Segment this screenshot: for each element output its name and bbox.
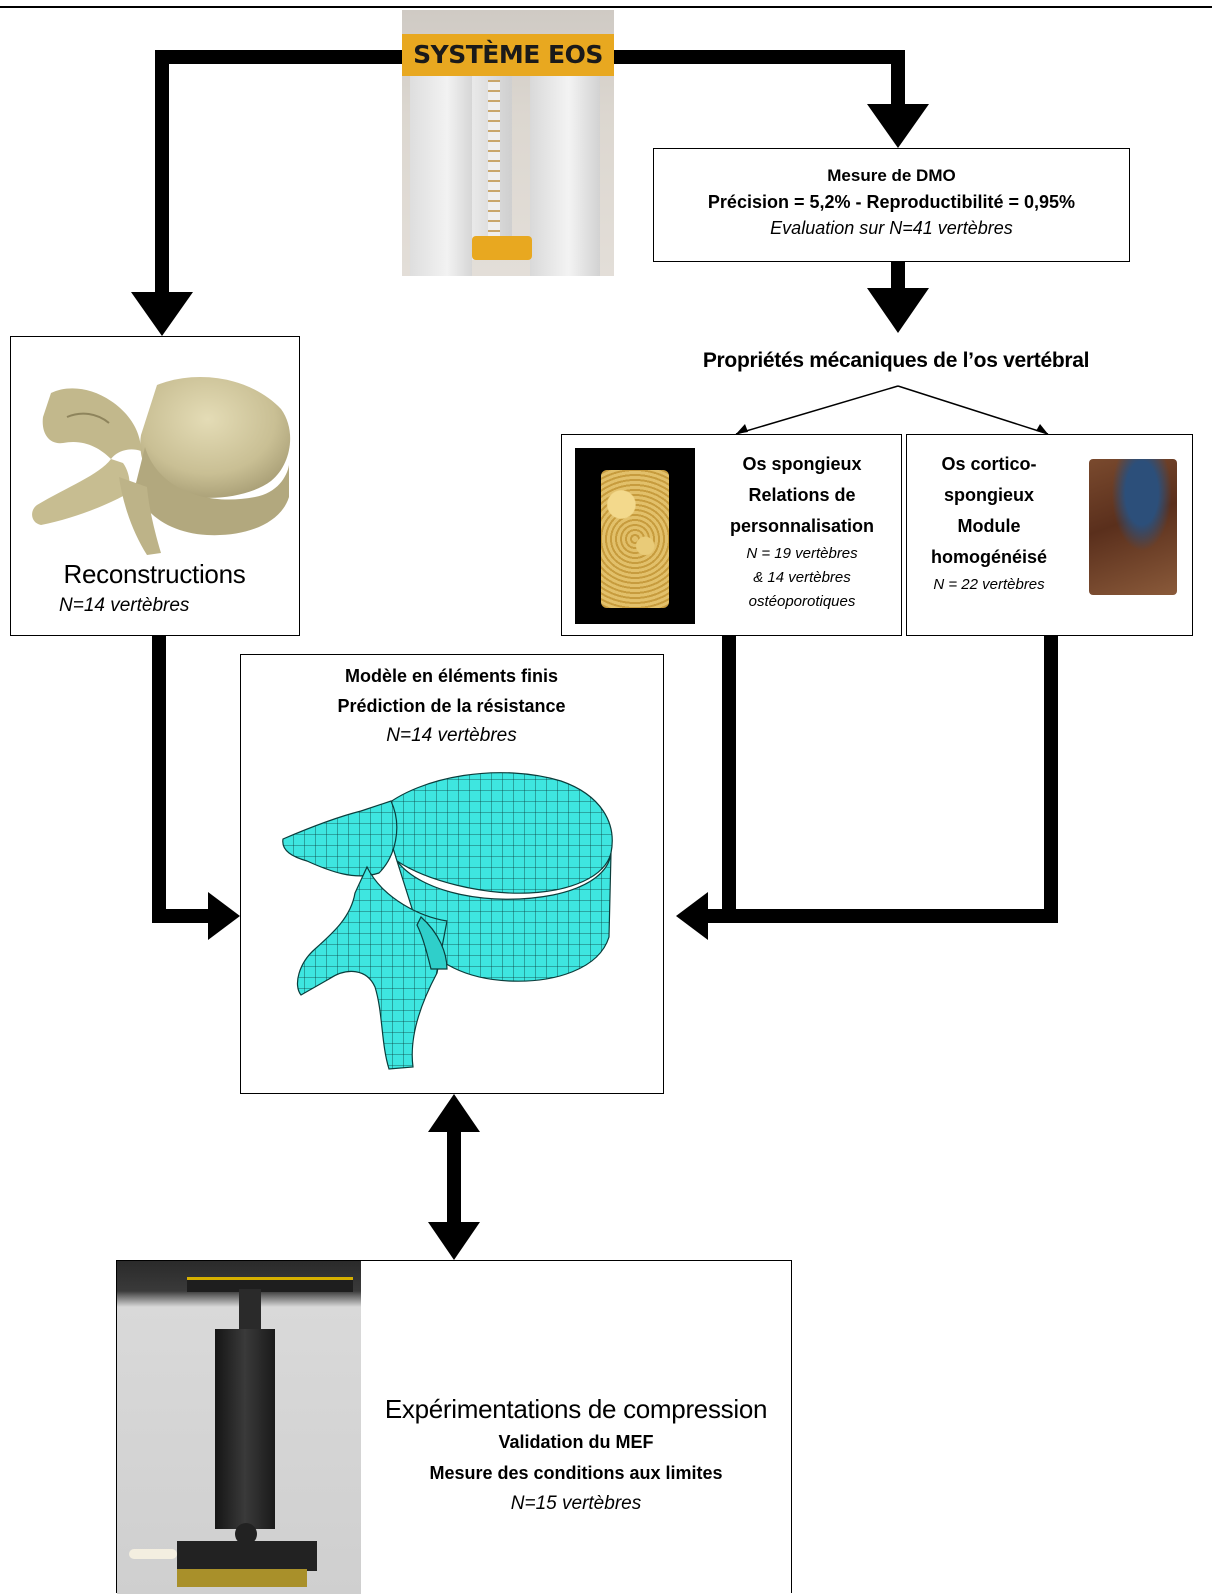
- fem-n: N=14 vertèbres: [386, 725, 517, 746]
- cortico-bone-image: [1089, 459, 1177, 595]
- spongy-n3: ostéoporotiques: [748, 593, 856, 610]
- connector-material-h: [705, 909, 1058, 923]
- reconstructions-box: Reconstructions N=14 vertèbres: [10, 336, 300, 636]
- spongy-line2: Relations de: [748, 485, 856, 505]
- eos-system-image: SYSTÈME EOS: [402, 10, 614, 276]
- vertebra-3d-image: [32, 377, 291, 555]
- connector-eos-right-v: [891, 50, 905, 108]
- cortico-n: N = 22 vertèbres: [933, 576, 1045, 593]
- connector-spongy-v: [722, 636, 736, 923]
- top-rule: [0, 6, 1212, 8]
- fem-subtitle: Prédiction de la résistance: [337, 696, 566, 716]
- spongy-n2: & 14 vertèbres: [753, 569, 851, 586]
- split-arrowhead-cortico: [1036, 424, 1048, 434]
- dmo-title: Mesure de DMO: [827, 166, 956, 185]
- compression-photo: [117, 1261, 361, 1594]
- press-lower-plate: [177, 1541, 317, 1571]
- cortico-text: Os cortico- spongieux Module homogénéisé…: [909, 449, 1069, 597]
- arrowhead-reconstructions: [131, 292, 193, 336]
- fem-text: Modèle en éléments finis Prédiction de l…: [241, 661, 662, 751]
- split-line-cortico: [897, 385, 1049, 435]
- connector-fem-compression: [447, 1125, 461, 1231]
- spongy-text: Os spongieux Relations de personnalisati…: [702, 449, 902, 614]
- arrowhead-up-fem: [428, 1094, 480, 1132]
- connector-eos-left-v: [155, 50, 169, 295]
- spongy-line1: Os spongieux: [742, 454, 862, 474]
- eos-gauge: [488, 80, 500, 250]
- connector-dmo-props: [891, 262, 905, 292]
- compression-line2: Mesure des conditions aux limites: [429, 1463, 723, 1483]
- spongy-bone-image: [575, 448, 695, 624]
- connector-eos-left-h: [155, 50, 405, 64]
- split-arrowhead-spongy: [736, 424, 748, 434]
- reconstructions-title: Reconstructions: [63, 559, 246, 589]
- fem-mesh-image: [282, 772, 613, 1070]
- fem-box: Modèle en éléments finis Prédiction de l…: [240, 654, 664, 1094]
- spongy-line3: personnalisation: [729, 516, 875, 536]
- split-line-spongy: [735, 385, 899, 435]
- cortico-line2: spongieux: [943, 485, 1034, 505]
- eos-banner: [402, 34, 614, 76]
- press-rod: [239, 1289, 261, 1331]
- spongy-bone-sample: [601, 470, 669, 608]
- press-ball: [235, 1523, 257, 1545]
- compression-n: N=15 vertèbres: [510, 1493, 642, 1514]
- connector-recon-v: [152, 636, 166, 923]
- cortico-line1: Os cortico-: [941, 454, 1037, 474]
- compression-box: Expérimentations de compression Validati…: [116, 1260, 792, 1594]
- arrowhead-properties: [867, 288, 929, 333]
- compression-line1: Validation du MEF: [498, 1432, 654, 1452]
- dmo-evaluation: Evaluation sur N=41 vertèbres: [770, 218, 1013, 238]
- cortico-line3: Module: [957, 516, 1021, 536]
- arrowhead-dmo: [867, 104, 929, 148]
- spongy-bone-box: Os spongieux Relations de personnalisati…: [561, 434, 902, 636]
- compression-text: Expérimentations de compression Validati…: [361, 1391, 791, 1519]
- cortico-line4: homogénéisé: [930, 547, 1048, 567]
- sensor-probe: [129, 1549, 177, 1559]
- connector-eos-right-h: [613, 50, 905, 64]
- arrowhead-fem-right: [676, 892, 708, 940]
- fem-title: Modèle en éléments finis: [344, 666, 559, 686]
- vertebra-sample: [177, 1569, 307, 1587]
- properties-heading: Propriétés mécaniques de l’os vertébral: [702, 349, 1090, 372]
- reconstructions-n: N=14 vertèbres: [59, 595, 190, 616]
- arrowhead-down-compression: [428, 1222, 480, 1260]
- press-platen-top: [187, 1277, 353, 1292]
- compression-title: Expérimentations de compression: [384, 1394, 768, 1424]
- dmo-box: Mesure de DMO Précision = 5,2% - Reprodu…: [653, 148, 1130, 262]
- eos-banner-text: SYSTÈME EOS: [413, 40, 603, 69]
- cortico-bone-box: Os cortico- spongieux Module homogénéisé…: [906, 434, 1193, 636]
- eos-floor-yellow: [472, 236, 532, 260]
- eos-column-right: [530, 50, 600, 276]
- arrowhead-fem-left: [208, 892, 240, 940]
- press-block: [215, 1329, 275, 1529]
- dmo-metrics: Précision = 5,2% - Reproductibilité = 0,…: [707, 192, 1076, 212]
- eos-column-left: [410, 50, 472, 276]
- spongy-n1: N = 19 vertèbres: [746, 545, 858, 562]
- connector-cortico-v: [1044, 636, 1058, 923]
- connector-recon-h: [152, 909, 212, 923]
